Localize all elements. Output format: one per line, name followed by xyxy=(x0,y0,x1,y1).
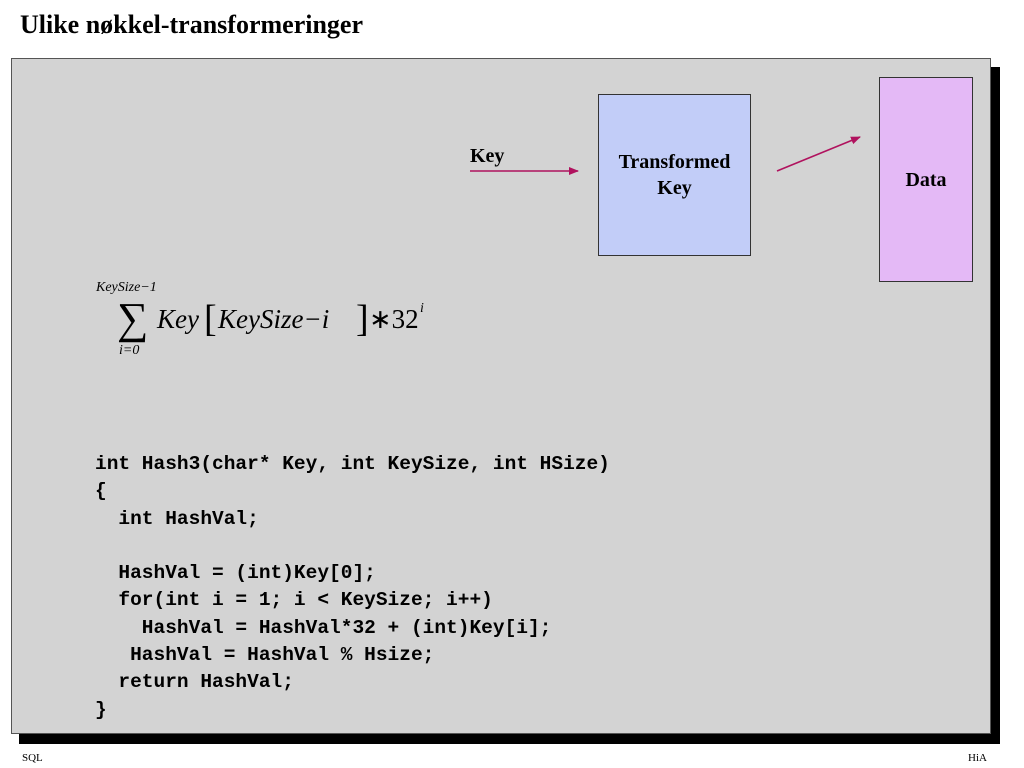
code-line: HashVal = HashVal*32 + (int)Key[i]; xyxy=(95,616,552,639)
data-box: Data xyxy=(879,77,973,282)
formula-key: Key xyxy=(156,304,199,334)
summation-sign: ∑ xyxy=(117,294,148,343)
code-line: int Hash3(char* Key, int KeySize, int HS… xyxy=(95,453,610,475)
code-line: } xyxy=(95,698,107,721)
code-line: return HashVal; xyxy=(95,671,294,694)
transformed-key-box: Transformed Key xyxy=(598,94,751,256)
code-line: HashVal = (int)Key[0]; xyxy=(95,562,376,585)
close-bracket: ] xyxy=(356,298,369,340)
content-panel: Key Transformed Key Data KeySize−1 ∑ i=0… xyxy=(11,58,991,734)
transformed-to-data-arrow xyxy=(776,136,861,172)
slide-title: Ulike nøkkel-transformeringer xyxy=(20,10,364,39)
code-line: HashVal = HashVal % Hsize; xyxy=(95,644,435,667)
code-line: int HashVal; xyxy=(95,507,259,530)
key-label: Key xyxy=(470,145,505,167)
sum-upper-limit: KeySize−1 xyxy=(95,280,157,295)
transformed-key-label-line2: Key xyxy=(657,177,692,199)
footer-institution: HiA xyxy=(968,752,987,764)
open-bracket: [ xyxy=(204,298,217,340)
hash-formula: KeySize−1 ∑ i=0 Key [ KeySize−i ] ∗32 i xyxy=(95,280,424,358)
sum-lower-limit: i=0 xyxy=(119,343,139,358)
data-label: Data xyxy=(905,168,947,191)
formula-multiplier: ∗32 xyxy=(369,304,419,334)
formula-index: KeySize−i xyxy=(217,304,329,334)
transformed-key-label-line1: Transformed xyxy=(618,151,731,173)
formula-exponent: i xyxy=(420,301,424,316)
code-line: { xyxy=(95,480,107,503)
code-block: int Hash3(char* Key, int KeySize, int HS… xyxy=(95,451,610,724)
code-line xyxy=(95,533,610,560)
arrow-layer xyxy=(470,136,861,175)
code-line: for(int i = 1; i < KeySize; i++) xyxy=(95,589,493,612)
footer-course: SQL xyxy=(22,752,43,764)
